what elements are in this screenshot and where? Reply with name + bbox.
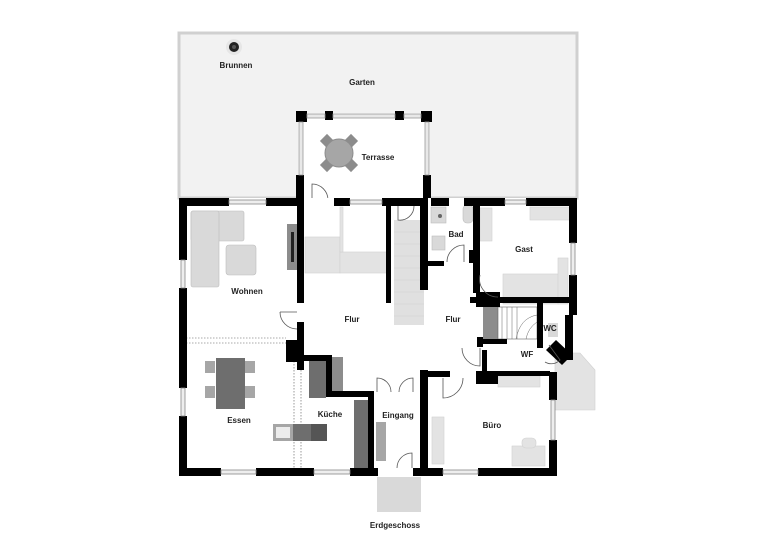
door-eingang-double bbox=[376, 377, 414, 393]
door-gast bbox=[479, 274, 499, 298]
label-kueche: Küche bbox=[318, 410, 343, 419]
door-entrance bbox=[396, 452, 413, 469]
sofa-icon bbox=[190, 210, 245, 288]
label-flur-right: Flur bbox=[445, 315, 460, 324]
kitchen-island bbox=[273, 424, 327, 441]
label-wohnen: Wohnen bbox=[231, 287, 263, 296]
terrace-door[interactable] bbox=[311, 183, 329, 201]
terrace-walls bbox=[296, 111, 432, 201]
walls bbox=[179, 198, 577, 476]
doors[interactable] bbox=[279, 205, 561, 469]
door-wf bbox=[461, 347, 481, 367]
plan-title: Erdgeschoss bbox=[370, 521, 421, 530]
label-terrasse: Terrasse bbox=[362, 153, 395, 162]
label-eingang: Eingang bbox=[382, 411, 414, 420]
door-buero bbox=[442, 377, 464, 399]
label-bad: Bad bbox=[448, 230, 463, 239]
office-furniture bbox=[431, 352, 596, 467]
label-garten: Garten bbox=[349, 78, 375, 87]
terrace-table-icon bbox=[319, 133, 359, 173]
label-brunnen: Brunnen bbox=[220, 61, 253, 70]
kitchen-counter-right bbox=[354, 400, 370, 468]
entrance-bench bbox=[376, 422, 386, 461]
main-staircase bbox=[394, 220, 424, 325]
door-flur-stair bbox=[397, 205, 415, 221]
tv-stand-icon bbox=[287, 224, 298, 270]
label-flur-main: Flur bbox=[344, 315, 359, 324]
entrance-step bbox=[377, 477, 421, 512]
label-essen: Essen bbox=[227, 416, 251, 425]
dining-table-icon bbox=[205, 358, 255, 409]
label-wf: WF bbox=[521, 350, 534, 359]
fountain-icon bbox=[226, 39, 242, 55]
windows bbox=[180, 199, 576, 475]
door-wc bbox=[544, 344, 561, 365]
label-gast: Gast bbox=[515, 245, 533, 254]
ottoman-icon bbox=[225, 244, 257, 276]
door-bad bbox=[446, 244, 465, 263]
kitchen-counter-top bbox=[309, 358, 326, 398]
secondary-staircase bbox=[483, 306, 538, 340]
kitchen-counter-top2 bbox=[331, 357, 343, 395]
label-wc: WC bbox=[543, 324, 557, 333]
label-buero: Büro bbox=[483, 421, 502, 430]
flur-cabinets bbox=[304, 206, 388, 274]
door-wohnen-flur bbox=[279, 311, 298, 330]
wc-fixture bbox=[548, 323, 558, 337]
terrace-windows bbox=[298, 113, 430, 176]
